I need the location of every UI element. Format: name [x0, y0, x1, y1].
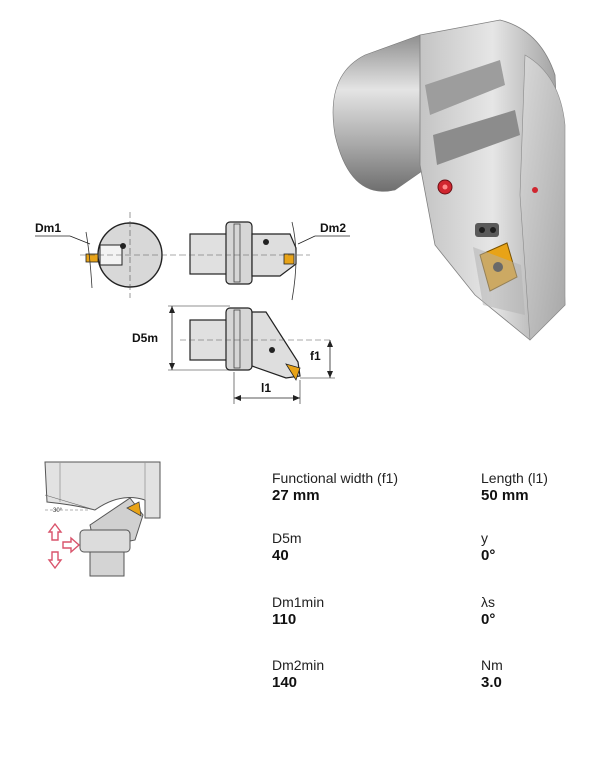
dm2-label: Dm2: [320, 221, 346, 235]
spec-label: Dm2min: [272, 657, 325, 673]
front-view: [80, 212, 180, 298]
spec-y: y 0°: [481, 530, 495, 564]
spec-value: 0°: [481, 547, 496, 564]
technical-drawing: Dm1 Dm2 D5m f1 l1: [35, 212, 350, 404]
spec-value: 50 mm: [481, 487, 529, 504]
arrow-right-icon: [62, 536, 81, 554]
spec-functional-width: Functional width (f1) 27 mm: [272, 470, 398, 504]
spec-dm2min: Dm2min 140: [272, 657, 324, 691]
d5m-label: D5m: [132, 331, 158, 345]
spec-label: Functional width (f1): [272, 470, 399, 486]
spec-label: y: [481, 530, 488, 546]
spec-label: D5m: [272, 530, 302, 546]
arrow-up-icon: [47, 522, 63, 541]
f1-label: f1: [310, 349, 321, 363]
arrow-down-icon: [47, 551, 63, 570]
spec-value: 27 mm: [272, 487, 320, 504]
spec-label: λs: [481, 594, 495, 610]
spec-value: 140: [272, 674, 298, 691]
mounting-diagram: 30°: [44, 461, 161, 577]
spec-value: 0°: [481, 611, 496, 628]
spec-label: Length (l1): [481, 470, 548, 486]
l1-label: l1: [261, 381, 271, 395]
dm1-label: Dm1: [35, 221, 61, 235]
side-view: [180, 221, 310, 301]
spec-d5m: D5m 40: [272, 530, 302, 564]
spec-label: Dm1min: [272, 594, 325, 610]
spec-label: Nm: [481, 657, 503, 673]
spec-value: 40: [272, 547, 289, 564]
spec-value: 110: [272, 611, 297, 628]
spec-value: 3.0: [481, 674, 502, 691]
tool-holder-image: [332, 19, 566, 341]
bottom-view: [180, 307, 330, 381]
spec-nm: Nm 3.0: [481, 657, 503, 691]
spec-lambda-s: λs 0°: [481, 594, 495, 628]
spec-dm1min: Dm1min 110: [272, 594, 324, 628]
angle-label: 30°: [53, 508, 63, 514]
spec-length: Length (l1) 50 mm: [481, 470, 548, 504]
